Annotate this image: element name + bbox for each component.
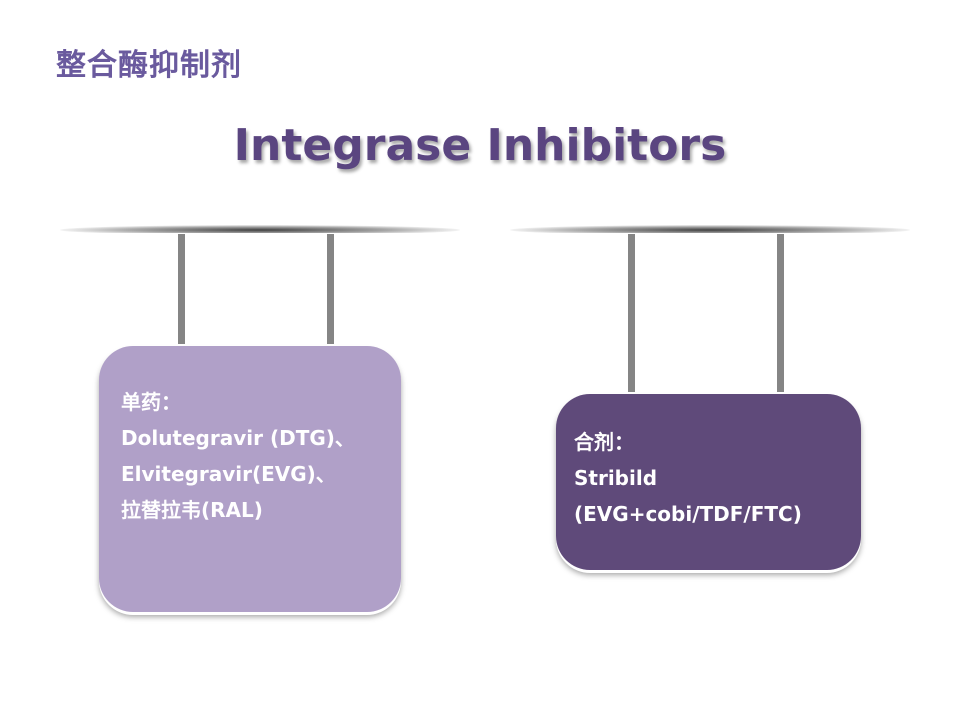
combination-item: (EVG+cobi/TDF/FTC) (574, 502, 802, 526)
hanging-bar (60, 225, 460, 239)
single-drug-heading: 单药： (121, 390, 181, 414)
drug-item: Dolutegravir (DTG)、 (121, 426, 355, 450)
combination-heading: 合剂： (574, 430, 634, 454)
hanging-bar (510, 225, 910, 239)
drug-item: Elvitegravir(EVG)、 (121, 462, 336, 486)
hanging-rod (327, 234, 334, 344)
combination-box: 合剂： Stribild (EVG+cobi/TDF/FTC) (556, 394, 861, 570)
drug-item: 拉替拉韦(RAL) (121, 498, 263, 522)
hanging-rod (777, 234, 784, 392)
slide-title: Integrase Inhibitors (233, 120, 727, 171)
single-drug-box: 单药： Dolutegravir (DTG)、 Elvitegravir(EVG… (99, 346, 401, 612)
chinese-title: 整合酶抑制剂 (56, 48, 242, 83)
hanging-rod (178, 234, 185, 344)
hanging-rod (628, 234, 635, 392)
combination-item: Stribild (574, 466, 658, 490)
